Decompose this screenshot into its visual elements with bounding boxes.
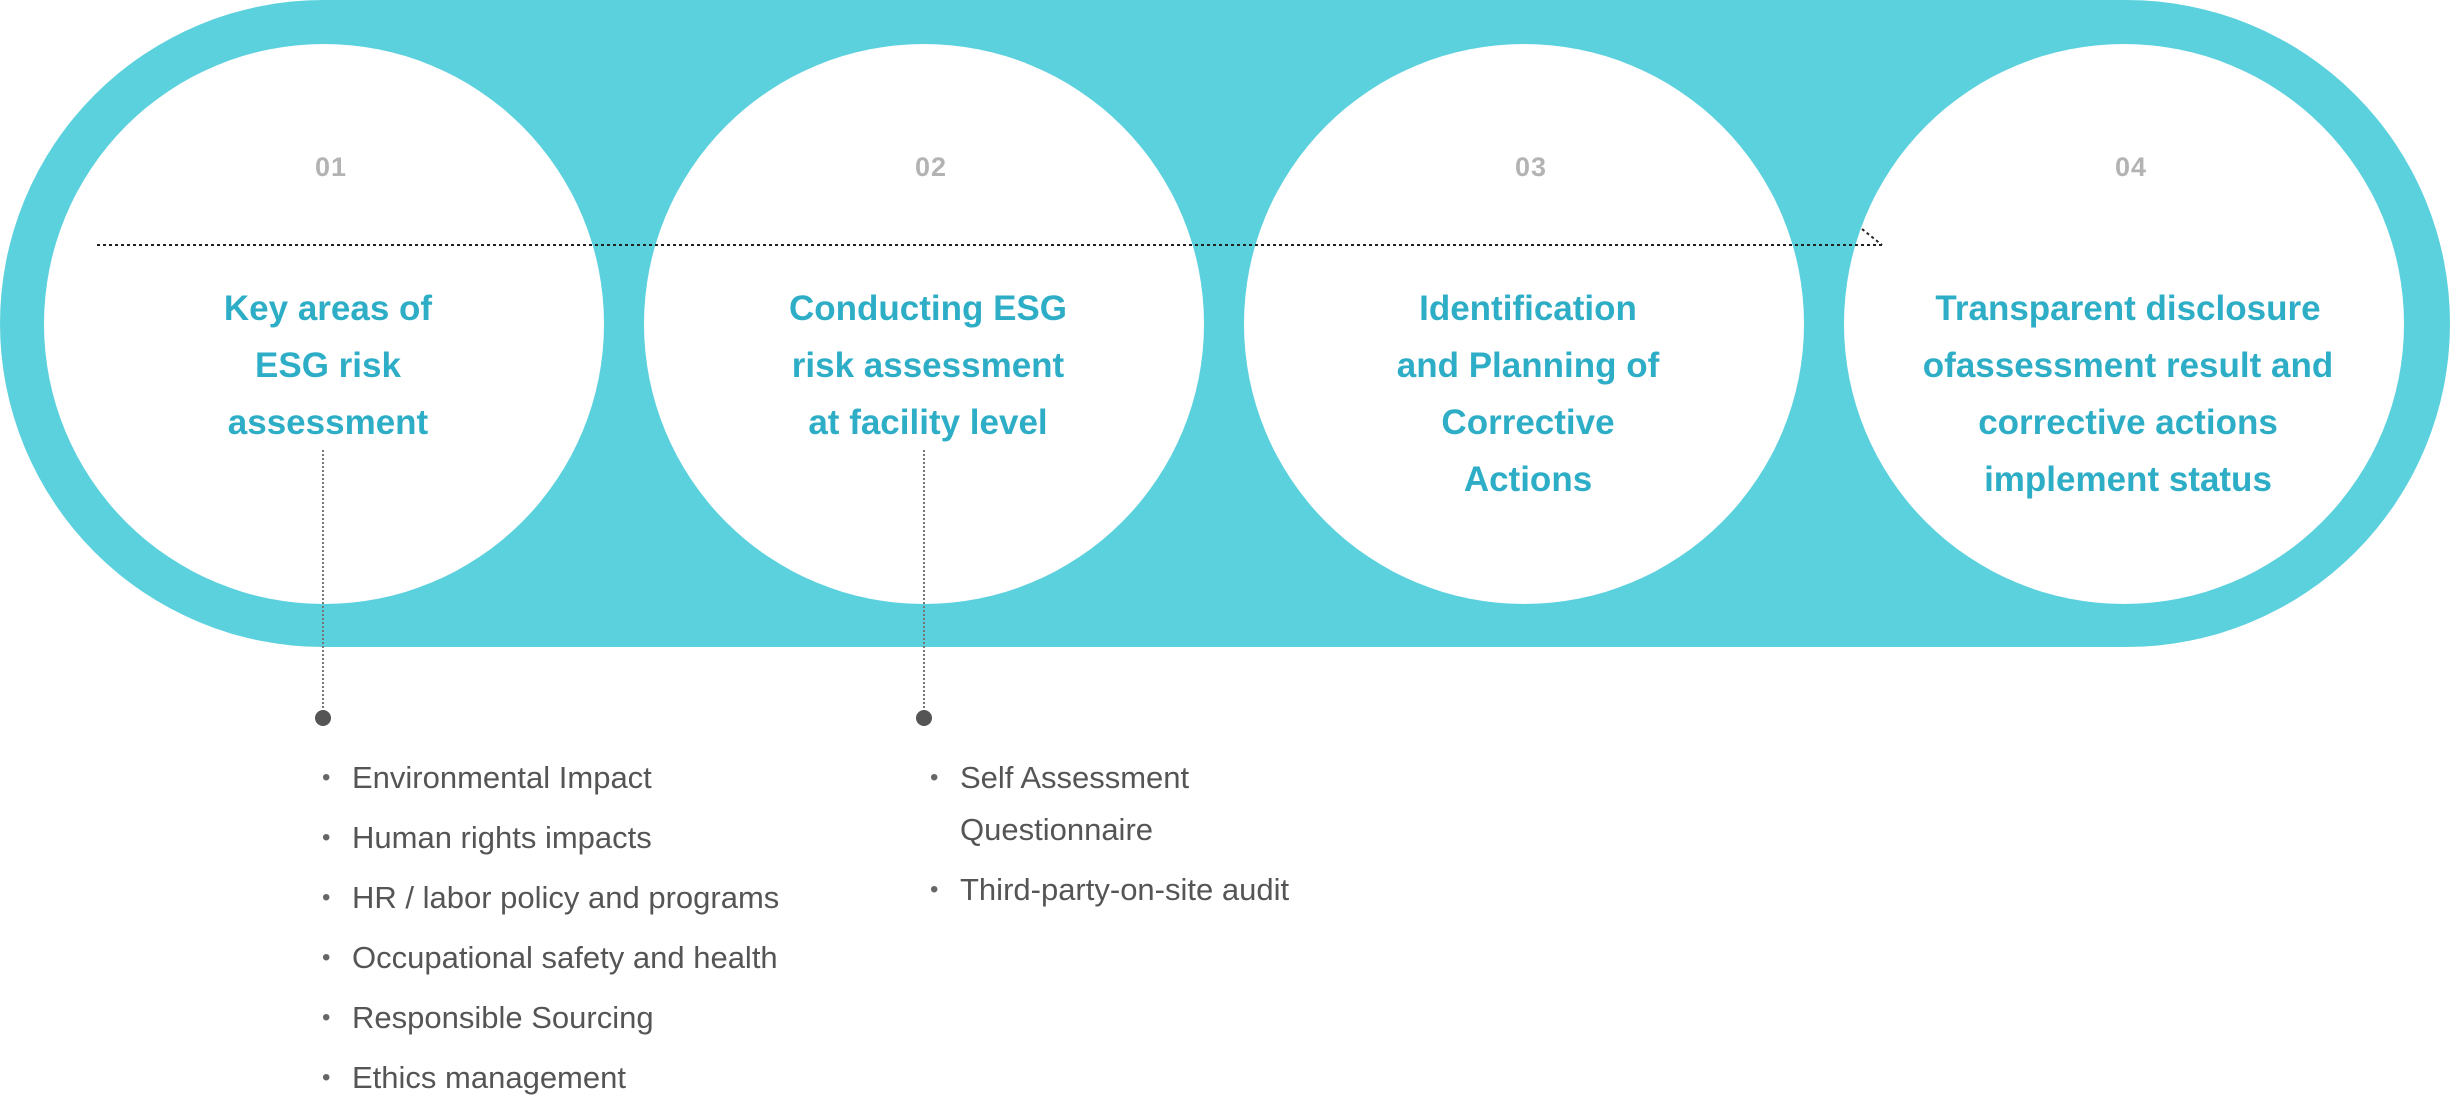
step-circle-3 [1244, 44, 1804, 604]
step-title-2-line: risk assessment [791, 346, 1065, 385]
list-item-label: Human rights impacts [352, 820, 652, 855]
step-title-1-line: assessment [227, 403, 429, 442]
connector-line-1 [322, 450, 324, 712]
step-title-4: Transparent disclosure ofassessment resu… [1898, 280, 2358, 508]
step-title-3-line: and Planning of [1396, 346, 1660, 385]
bullet-icon: • [322, 1004, 331, 1031]
step1-detail-list: • Environmental Impact • Human rights impa… [322, 752, 842, 1112]
step-title-4-line: ofassessment result and [1922, 346, 2334, 385]
bullet-icon: • [322, 944, 331, 971]
step-circle-4 [1844, 44, 2404, 604]
step-title-1-line: ESG risk [255, 346, 401, 385]
connector-dot-2 [916, 710, 932, 726]
bullet-icon: • [930, 764, 939, 791]
bullet-icon: • [322, 1064, 331, 1091]
step-title-2: Conducting ESG risk assessment at facili… [698, 280, 1158, 451]
step-title-4-line: corrective actions [1978, 403, 2278, 442]
step-title-3: Identification and Planning of Correctiv… [1298, 280, 1758, 508]
flow-arrow [97, 228, 1884, 246]
step-title-3-line: Identification [1419, 289, 1637, 328]
list-item: • Human rights impacts [322, 812, 842, 864]
connector-dot-1 [315, 710, 331, 726]
step-number-2: 02 [914, 152, 948, 182]
step2-detail-list: • Self Assessment Questionnaire • Third-pa… [930, 752, 1350, 924]
step-title-1: Key areas of ESG risk assessment [98, 280, 558, 451]
list-item: • Responsible Sourcing [322, 992, 842, 1044]
list-item-label: Self Assessment Questionnaire [960, 760, 1190, 847]
step-title-2-line: at facility level [808, 403, 1048, 442]
list-item-label: Environmental Impact [352, 760, 652, 795]
list-item-label: Ethics management [352, 1060, 626, 1095]
bullet-icon: • [322, 884, 331, 911]
step-number-3: 03 [1514, 152, 1548, 182]
list-item: • Third-party-on-site audit [930, 864, 1350, 916]
step-title-4-line: Transparent disclosure [1935, 289, 2321, 328]
list-item: • Occupational safety and health [322, 932, 842, 984]
list-item-label: Occupational safety and health [352, 940, 778, 975]
list-item: • HR / labor policy and programs [322, 872, 842, 924]
bullet-icon: • [322, 824, 331, 851]
list-item: • Environmental Impact [322, 752, 842, 804]
bullet-icon: • [322, 764, 331, 791]
step-number-4: 04 [2114, 152, 2148, 182]
list-item-label: HR / labor policy and programs [352, 880, 780, 915]
list-item: • Ethics management [322, 1052, 842, 1104]
step-title-2-line: Conducting ESG [788, 289, 1068, 328]
step-title-3-line: Actions [1463, 460, 1593, 499]
step-title-3-line: Corrective [1441, 403, 1615, 442]
step-number-1: 01 [314, 152, 348, 182]
step-title-1-line: Key areas of [223, 289, 433, 328]
list-item: • Self Assessment Questionnaire [930, 752, 1350, 856]
step-title-4-line: implement status [1984, 460, 2272, 499]
connector-line-2 [923, 450, 925, 712]
list-item-label: Responsible Sourcing [352, 1000, 654, 1035]
step-circle-1 [44, 44, 604, 604]
bullet-icon: • [930, 876, 939, 903]
list-item-label: Third-party-on-site audit [960, 872, 1290, 907]
